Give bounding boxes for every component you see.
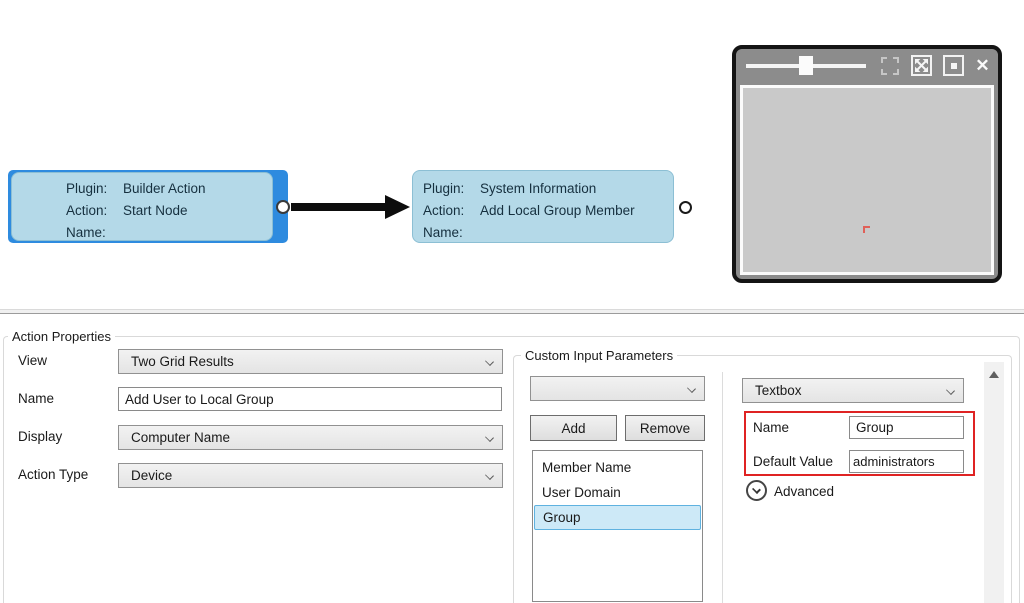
custom-input-parameters-group <box>513 355 1012 603</box>
action-type-label: Action Type <box>18 467 89 482</box>
start-node[interactable]: Plugin:Builder Action Action:Start Node … <box>11 172 273 241</box>
name-input[interactable] <box>118 387 502 411</box>
list-item[interactable]: User Domain <box>542 485 621 500</box>
expand-arrows-icon[interactable] <box>911 55 932 76</box>
node-action-line: Action:Add Local Group Member <box>423 203 635 218</box>
scroll-up-arrow-icon[interactable] <box>989 371 999 378</box>
display-dropdown[interactable]: Computer Name <box>118 425 503 450</box>
parameter-name-label: Name <box>753 420 790 435</box>
chevron-down-icon <box>752 485 761 494</box>
zoom-slider-thumb[interactable] <box>799 56 813 75</box>
advanced-expander-icon[interactable] <box>746 480 767 501</box>
chevron-down-icon <box>485 433 494 442</box>
node-plugin-line: Plugin:System Information <box>423 181 597 196</box>
view-label: View <box>18 353 48 368</box>
annotation-highlight-box <box>744 411 975 476</box>
chevron-down-icon <box>485 357 494 366</box>
end-node[interactable]: Plugin:System Information Action:Add Loc… <box>412 170 674 243</box>
advanced-label[interactable]: Advanced <box>774 484 835 499</box>
chevron-down-icon <box>946 386 955 395</box>
node-action-line: Action:Start Node <box>66 203 188 218</box>
center-view-icon[interactable] <box>943 55 964 76</box>
display-label: Display <box>18 429 63 444</box>
chevron-down-icon <box>687 384 696 393</box>
connection-arrow[interactable] <box>291 203 387 211</box>
panel-splitter[interactable] <box>0 309 1024 314</box>
parameter-type-dropdown[interactable] <box>530 376 705 401</box>
list-item-selected[interactable]: Group <box>534 505 701 530</box>
remove-button[interactable]: Remove <box>625 415 705 441</box>
connection-arrow-head <box>385 195 410 219</box>
node-name-line: Name: <box>423 225 463 240</box>
parameter-name-input[interactable] <box>849 416 964 439</box>
end-node-output-connector[interactable] <box>679 201 692 214</box>
custom-input-parameters-title: Custom Input Parameters <box>521 348 678 363</box>
workflow-canvas[interactable]: Plugin:Builder Action Action:Start Node … <box>0 0 1024 309</box>
view-dropdown[interactable]: Two Grid Results <box>118 349 503 374</box>
minimap-viewport[interactable] <box>740 85 994 275</box>
action-properties-title: Action Properties <box>8 329 115 344</box>
add-button[interactable]: Add <box>530 415 617 441</box>
parameters-listbox[interactable]: Member Name User Domain Group <box>532 450 703 602</box>
name-label: Name <box>18 391 55 406</box>
start-node-output-connector[interactable] <box>276 200 290 214</box>
default-value-label: Default Value <box>753 454 834 469</box>
action-type-dropdown[interactable]: Device <box>118 463 503 488</box>
fit-to-screen-icon[interactable] <box>879 55 900 76</box>
node-plugin-line: Plugin:Builder Action <box>66 181 206 196</box>
control-type-dropdown[interactable]: Textbox <box>742 378 964 403</box>
vertical-scrollbar[interactable] <box>984 362 1004 603</box>
overview-minimap-window[interactable]: ✕ <box>732 45 1002 283</box>
node-name-line: Name: <box>66 225 106 240</box>
panel-separator <box>722 372 723 603</box>
minimap-node-marker <box>863 226 870 233</box>
list-item[interactable]: Member Name <box>542 460 632 475</box>
default-value-input[interactable] <box>849 450 964 473</box>
chevron-down-icon <box>485 471 494 480</box>
close-icon[interactable]: ✕ <box>975 56 990 75</box>
action-properties-group <box>3 336 1020 603</box>
